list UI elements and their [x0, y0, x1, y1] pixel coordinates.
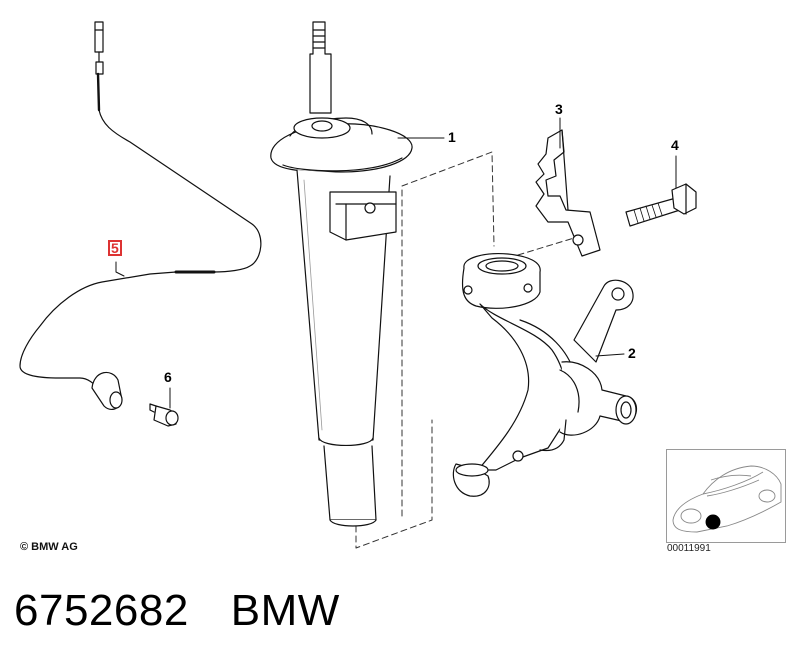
bracket-plate: [535, 129, 601, 257]
part-number: 6752682: [14, 586, 189, 635]
callout-1: 1: [448, 129, 456, 145]
assembly-guide-lines: [355, 151, 575, 549]
footer: 6752682 BMW: [14, 586, 340, 636]
callout-6: 6: [164, 369, 172, 385]
screw: [149, 403, 179, 427]
brand-name: BMW: [230, 586, 340, 635]
abs-sensor-cable: [19, 21, 262, 410]
car-outline-icon: [672, 465, 782, 533]
callout-leaders: [115, 117, 677, 409]
strut-assembly: [270, 21, 413, 527]
callout-4: 4: [671, 137, 679, 153]
vehicle-location-thumbnail: [666, 449, 786, 543]
diagram-image-id: 00011991: [667, 543, 711, 554]
bolt: [625, 183, 697, 227]
callout-5-highlighted[interactable]: 5: [108, 240, 122, 256]
callout-3: 3: [555, 101, 563, 117]
steering-knuckle: [452, 253, 638, 497]
callout-2: 2: [628, 345, 636, 361]
copyright-text: © BMW AG: [20, 541, 78, 553]
